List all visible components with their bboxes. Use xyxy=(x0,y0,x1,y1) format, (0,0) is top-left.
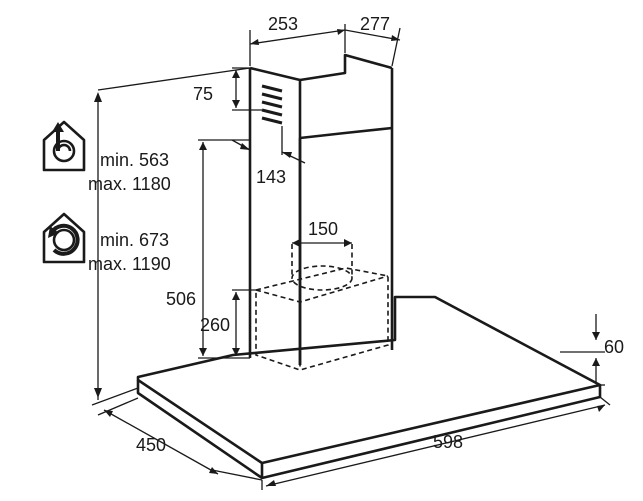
canopy-to-outlet-dimension xyxy=(198,139,250,359)
chimney-depth-label: 277 xyxy=(360,14,390,34)
canopy-depth-label: 450 xyxy=(136,435,166,455)
recirculation-mode-icon xyxy=(42,212,86,264)
canopy-width-label: 598 xyxy=(433,432,463,452)
recirculation-max-label: max. 1190 xyxy=(88,254,171,274)
outlet-dimension xyxy=(292,239,352,247)
chimney-offset-label: 143 xyxy=(256,167,286,187)
recirculation-min-label: min. 673 xyxy=(100,230,169,250)
chimney xyxy=(248,53,394,365)
motor-housing xyxy=(255,244,389,371)
extraction-min-label: min. 563 xyxy=(100,150,169,170)
thickness-dimension xyxy=(560,314,605,386)
extraction-max-label: max. 1180 xyxy=(88,174,171,194)
top-dimension-lines xyxy=(249,24,401,67)
canopy-thickness-label: 60 xyxy=(604,337,624,357)
width-dimension xyxy=(261,396,611,490)
extraction-mode-icon xyxy=(42,120,86,172)
motor-height-label: 260 xyxy=(200,315,230,335)
total-height-dimension xyxy=(91,67,251,406)
offset-dimension xyxy=(231,126,306,164)
depth-dimension xyxy=(97,397,263,481)
motor-height-dimension xyxy=(232,289,256,356)
chimney-vent-slots xyxy=(261,84,283,125)
vent-height-label: 75 xyxy=(193,84,213,104)
chimney-width-label: 253 xyxy=(268,14,298,34)
canopy-to-outlet-label: 506 xyxy=(166,289,196,309)
outlet-diameter-label: 150 xyxy=(308,219,338,239)
vent-height-dimension xyxy=(232,67,262,111)
